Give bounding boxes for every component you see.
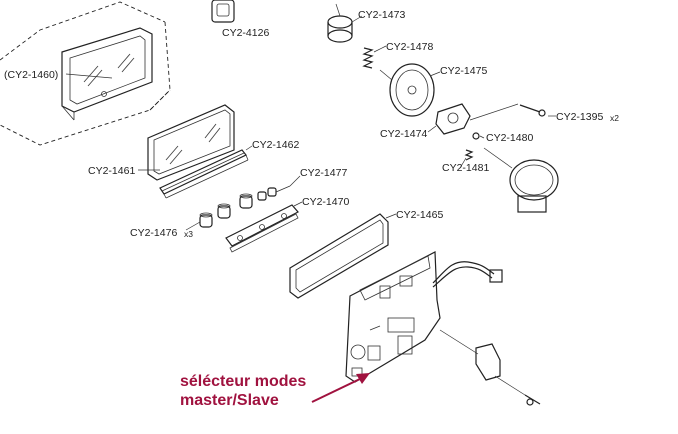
qty-cy2-1476: x3 [184, 229, 193, 239]
light-bar-part [159, 149, 249, 199]
label-cy2-1473: CY2-1473 [358, 9, 405, 21]
label-cy2-4126: CY2-4126 [222, 27, 269, 39]
button-board-part [225, 204, 299, 253]
label-cy2-1475: CY2-1475 [440, 65, 487, 77]
label-leaders [65, 15, 556, 231]
label-cy2-1460: (CY2-1460) [4, 69, 58, 81]
dashed-housing-outline [0, 1, 171, 146]
knob-cap-part [327, 3, 353, 43]
annotation-line-1: sélécteur modes [180, 373, 307, 390]
knob-set-part [199, 193, 253, 228]
label-cy2-1470: CY2-1470 [302, 196, 349, 208]
top-clip-part [211, 0, 235, 23]
annotation-arrow [311, 373, 370, 403]
small-button-part [257, 185, 291, 201]
label-cy2-1474: CY2-1474 [380, 128, 427, 140]
label-cy2-1478: CY2-1478 [386, 41, 433, 53]
main-circuit-board [345, 251, 441, 383]
label-cy2-1481: CY2-1481 [442, 162, 489, 174]
label-cy2-1395: CY2-1395 [556, 111, 603, 123]
label-cy2-1480: CY2-1480 [486, 132, 533, 144]
label-cy2-1477: CY2-1477 [300, 167, 347, 179]
spring-part [362, 47, 374, 69]
label-cy2-1465: CY2-1465 [396, 209, 443, 221]
annotation-line-2: master/Slave [180, 392, 279, 409]
cable-connector [432, 261, 503, 288]
front-frame-part [61, 27, 153, 121]
rotary-switch-part [435, 103, 471, 135]
label-cy2-1476: CY2-1476 [130, 227, 177, 239]
mode-selector-annotation: sélécteur modes master/Slave [180, 372, 306, 410]
glass-panel-part [147, 104, 235, 181]
gasket-frame-part [289, 213, 389, 299]
label-cy2-1461: CY2-1461 [88, 165, 135, 177]
rotary-disc-part [379, 63, 435, 117]
bottom-bracket [439, 329, 541, 406]
ball-and-spring [464, 132, 480, 161]
screw-part [469, 103, 546, 121]
label-cy2-1462: CY2-1462 [252, 139, 299, 151]
qty-cy2-1395: x2 [610, 113, 619, 123]
ring-bracket-part [483, 147, 559, 213]
